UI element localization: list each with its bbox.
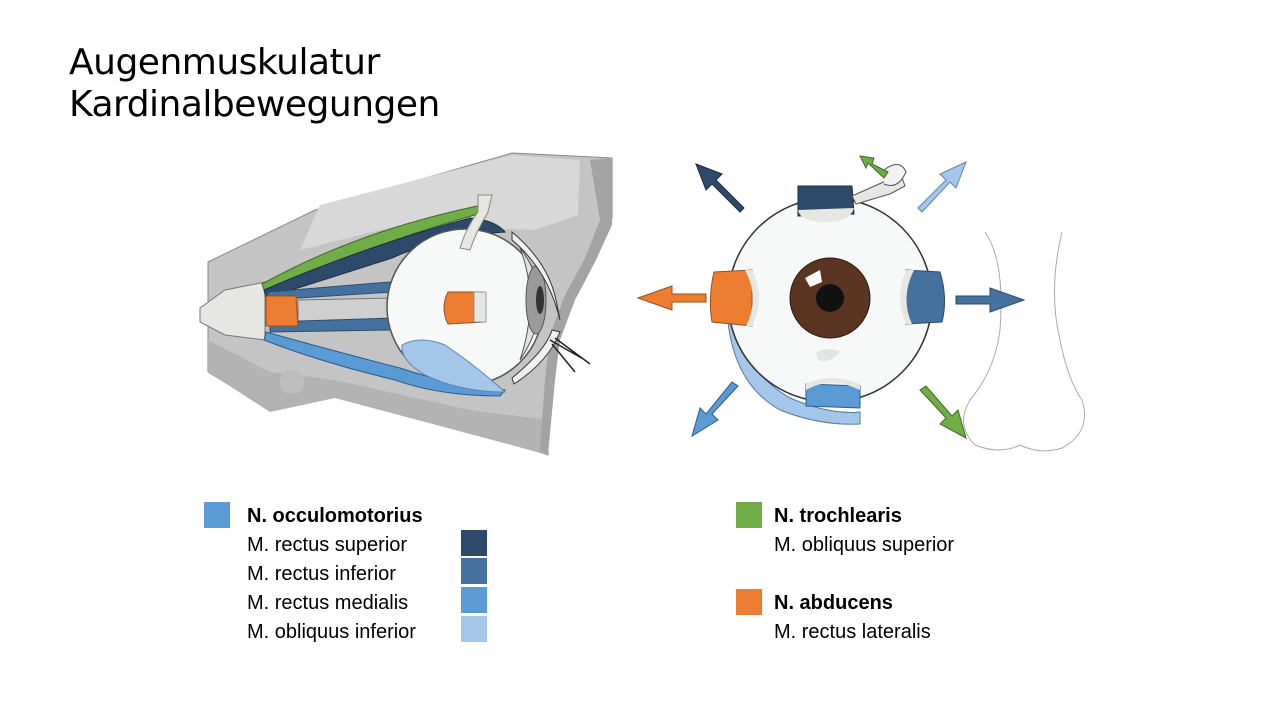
foramen xyxy=(280,370,304,394)
orbit-rim xyxy=(540,158,612,455)
legend-heading-abducens: N. abducens xyxy=(774,592,893,614)
obliquus-inferior-muscle xyxy=(401,339,507,393)
pupil-frontal xyxy=(816,284,844,312)
rectus-inferior-frontal xyxy=(805,383,861,409)
rectus-superior-tendon xyxy=(798,208,854,222)
legend-item-obliquus-superior: M. obliquus superior xyxy=(774,534,955,556)
arrow-down-right xyxy=(919,385,967,440)
eyelashes xyxy=(549,337,591,373)
title-line-1: Augenmuskulatur xyxy=(69,42,380,83)
insertion-tendon xyxy=(473,291,487,323)
orbit-floor xyxy=(208,340,548,455)
legend-item-rectus-superior: M. rectus superior xyxy=(247,534,408,556)
swatch-obliquus-inferior xyxy=(461,616,487,642)
trochlea-frontal xyxy=(883,164,907,186)
lateral-orbit-view xyxy=(199,152,613,456)
pupil-lateral xyxy=(536,286,544,314)
eyelid-upper xyxy=(511,230,561,321)
title-line-2: Kardinalbewegungen xyxy=(69,84,440,125)
arrow-up-right xyxy=(917,161,967,213)
rectus-inferior-tendon xyxy=(806,378,860,390)
legend-heading-occulomotorius: N. occulomotorius xyxy=(247,505,423,527)
arrow-down-left xyxy=(691,381,739,438)
trochlea xyxy=(459,194,493,251)
nose-outline xyxy=(963,231,1085,452)
legend-item-obliquus-inferior: M. obliquus inferior xyxy=(247,621,416,643)
rectus-lateralis-muscle xyxy=(265,295,299,327)
page-title: Augenmuskulatur Kardinalbewegungen xyxy=(69,42,440,126)
swatch-abducens xyxy=(736,589,762,615)
rectus-medialis-frontal xyxy=(905,269,946,325)
legend-item-rectus-medialis: M. rectus medialis xyxy=(247,592,409,614)
arrow-up-left xyxy=(695,163,745,213)
arrow-trochlea-green xyxy=(859,155,889,179)
orbit-bone-light xyxy=(300,155,580,250)
swatch-occulomotorius xyxy=(204,502,230,528)
legend-item-rectus-inferior: M. rectus inferior xyxy=(247,563,396,585)
frontal-eye-view xyxy=(636,155,1085,452)
rectus-inferior-muscle xyxy=(263,331,506,397)
iris-highlight xyxy=(805,270,822,287)
sclera-reflection xyxy=(816,349,840,361)
swatch-rectus-inferior xyxy=(461,558,487,584)
swatch-rectus-superior xyxy=(461,530,487,556)
rectus-lateralis-tendon xyxy=(745,270,759,326)
legend-item-rectus-lateralis: M. rectus lateralis xyxy=(774,621,931,643)
swatch-rectus-medialis xyxy=(461,587,487,613)
rectus-lateralis-frontal xyxy=(709,269,753,327)
arrow-left xyxy=(636,285,707,311)
swatch-trochlearis xyxy=(736,502,762,528)
legend-heading-trochlearis: N. trochlearis xyxy=(774,505,902,527)
rectus-medialis-tendon xyxy=(900,270,914,324)
arrow-right xyxy=(955,287,1026,313)
eyelid-lower xyxy=(511,329,561,385)
